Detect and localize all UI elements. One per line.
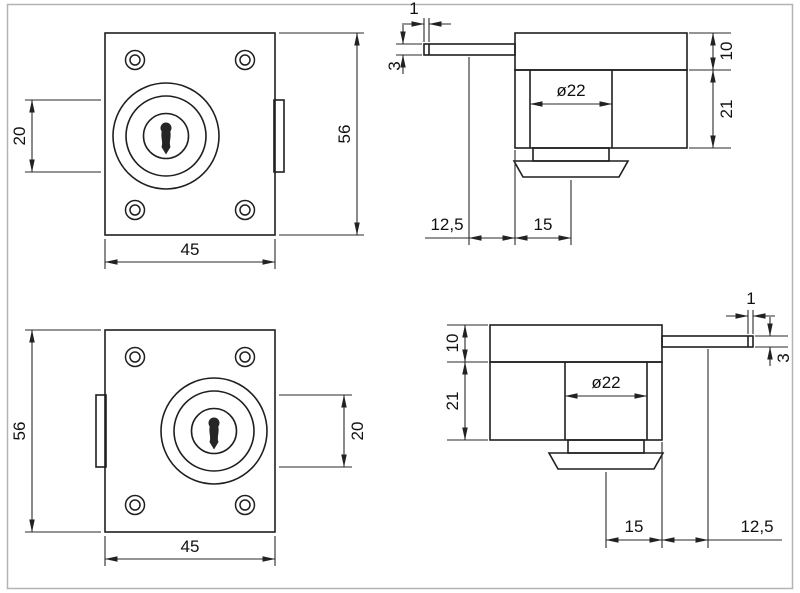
front-view-bottom: [95, 329, 276, 533]
cam-hub: [532, 147, 610, 162]
dim-cylinder-diameter-side-top: ø22: [529, 81, 613, 107]
face-plate: [489, 324, 663, 363]
screw-hole: [124, 199, 146, 221]
dim-plate-height-side-top: 10: [689, 32, 736, 71]
lock-cylinder: [160, 377, 268, 485]
dim-label-tip-step: 1: [409, 0, 418, 18]
screw-hole: [234, 346, 256, 368]
side-view-top: [423, 32, 688, 178]
dim-bolt-height-front-top: 20: [10, 99, 101, 173]
bolt-side: [423, 43, 516, 56]
dim-tip-step-side-bottom: 1: [726, 289, 775, 334]
lock-body: [104, 32, 276, 236]
lock-body-side: [489, 361, 663, 441]
dim-label-cylinder-diameter: ø22: [556, 81, 585, 100]
dim-label-axis-offset: 15: [625, 517, 644, 536]
bolt: [95, 394, 107, 468]
dim-height-front-top: 56: [279, 32, 364, 236]
dim-label-bolt-thickness: 3: [385, 61, 404, 70]
dim-label-width: 45: [181, 240, 200, 259]
dim-cylinder-diameter-side-bottom: ø22: [564, 373, 648, 399]
dim-label-plate-height: 10: [443, 334, 462, 353]
dim-bottom-side-top: 12,5 15: [425, 57, 572, 245]
dim-label-width: 45: [181, 537, 200, 556]
screw-hole: [234, 199, 256, 221]
face-plate: [514, 32, 688, 71]
screw-hole: [124, 494, 146, 516]
dim-width-front-bottom: 45: [104, 536, 276, 566]
dim-bolt-height-front-bottom: 20: [279, 394, 367, 468]
dim-body-height-side-bottom: 21: [443, 361, 488, 441]
lock-body-side: [514, 69, 688, 149]
dim-bottom-side-bottom: 15 12,5: [605, 349, 782, 548]
lock-cylinder: [112, 82, 220, 190]
screw-hole: [124, 49, 146, 71]
dim-label-bolt-thickness: 3: [774, 353, 793, 362]
dim-label-body-height: 21: [443, 392, 462, 411]
dim-width-front-top: 45: [104, 239, 276, 269]
cam-plate: [512, 160, 630, 178]
dim-plate-height-side-bottom: 10: [443, 324, 488, 363]
dim-label-cylinder-diameter: ø22: [591, 373, 620, 392]
drawing-border: [6, 3, 794, 590]
dim-label-height: 56: [10, 422, 29, 441]
dim-label-bolt-height: 20: [348, 422, 367, 441]
dim-bolt-thickness-side-top: 3: [385, 25, 422, 74]
screw-hole: [124, 346, 146, 368]
dim-label-axis-offset: 15: [534, 215, 553, 234]
cam-hub: [567, 439, 645, 454]
dim-label-height: 56: [335, 125, 354, 144]
dim-height-front-bottom: 56: [10, 329, 101, 533]
front-view-top: [104, 32, 285, 236]
dim-body-height-side-top: 21: [689, 69, 736, 149]
bolt: [273, 99, 285, 173]
bolt-side: [661, 335, 754, 348]
lock-body: [104, 329, 276, 533]
dim-label-bolt-throw: 12,5: [430, 215, 463, 234]
screw-hole: [234, 49, 256, 71]
side-view-bottom: [489, 324, 754, 470]
cam-plate: [547, 452, 665, 470]
dim-bolt-thickness-side-bottom: 3: [755, 317, 793, 366]
dim-label-tip-step: 1: [746, 289, 755, 308]
screw-hole: [234, 494, 256, 516]
dim-label-bolt-height: 20: [10, 127, 29, 146]
dim-tip-step-side-top: 1: [402, 0, 451, 42]
dim-label-plate-height: 10: [717, 42, 736, 61]
dim-label-body-height: 21: [717, 100, 736, 119]
dim-label-bolt-throw: 12,5: [740, 517, 773, 536]
